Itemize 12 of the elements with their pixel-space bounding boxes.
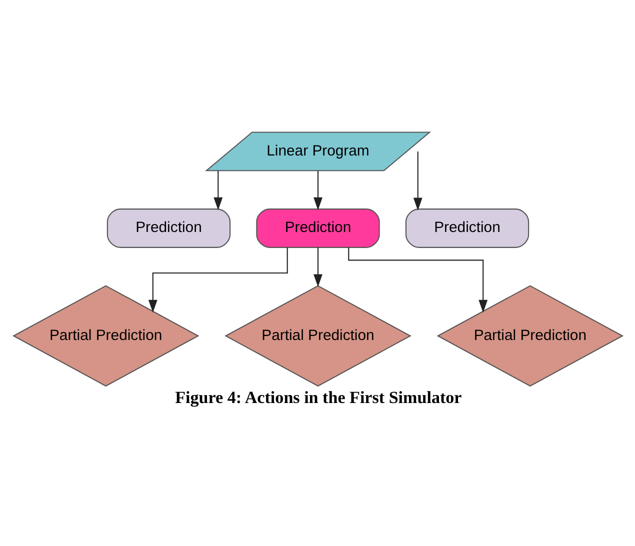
node-box: Prediction (256, 208, 380, 248)
node-diamond: Partial Prediction (436, 285, 624, 387)
arrow (313, 170, 322, 210)
arrow (213, 170, 222, 210)
arrow (148, 247, 288, 313)
node-box: Prediction (404, 208, 529, 248)
node-box: Prediction (106, 208, 230, 248)
node-diamond: Partial Prediction (224, 285, 411, 387)
arrow (313, 247, 322, 287)
arrow (412, 152, 422, 211)
node-diamond: Partial Prediction (12, 285, 199, 387)
caption: Figure 4: Actions in the First Simulator (174, 388, 462, 407)
